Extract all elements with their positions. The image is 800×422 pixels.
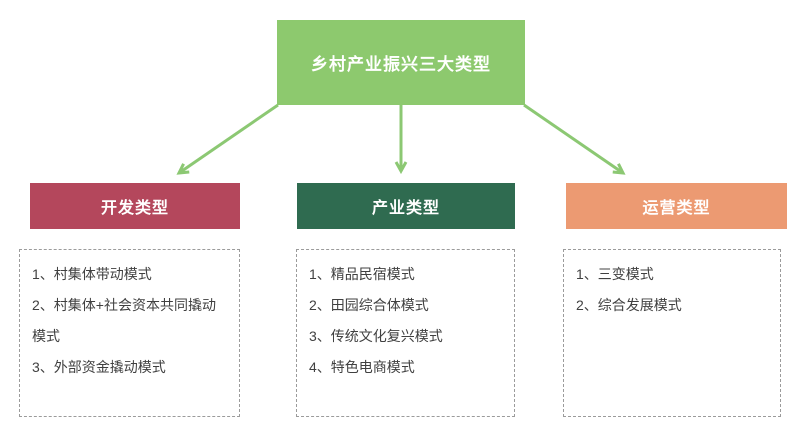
arrow-to-development [176, 103, 279, 175]
list-item: 1、村集体带动模式 [32, 266, 152, 282]
list-item: 1、精品民宿模式 [309, 266, 415, 282]
list-box-industry: 1、精品民宿模式 2、田园综合体模式 3、传统文化复兴模式 4、特色电商模式 [296, 249, 515, 417]
category-header-development: 开发类型 [30, 183, 240, 229]
category-header-industry: 产业类型 [297, 183, 515, 229]
list-item: 2、田园综合体模式 [309, 297, 429, 313]
category-header-label: 开发类型 [100, 200, 169, 217]
list-item: 2、综合发展模式 [576, 297, 682, 313]
list-item: 3、传统文化复兴模式 [309, 328, 443, 344]
list-item: 1、三变模式 [576, 266, 654, 282]
list-box-development: 1、村集体带动模式 2、村集体+社会资本共同撬动模式 3、外部资金撬动模式 [19, 249, 240, 417]
list-item: 3、外部资金撬动模式 [32, 359, 166, 375]
category-header-label: 产业类型 [371, 200, 440, 217]
root-node-label: 乡村产业振兴三大类型 [311, 55, 491, 74]
list-item: 2、村集体+社会资本共同撬动模式 [32, 297, 216, 344]
arrow-to-operation [523, 103, 626, 175]
root-node: 乡村产业振兴三大类型 [277, 20, 525, 105]
category-header-label: 运营类型 [642, 200, 711, 217]
category-header-operation: 运营类型 [566, 183, 787, 229]
list-box-operation: 1、三变模式 2、综合发展模式 [563, 249, 781, 417]
list-item: 4、特色电商模式 [309, 359, 415, 375]
